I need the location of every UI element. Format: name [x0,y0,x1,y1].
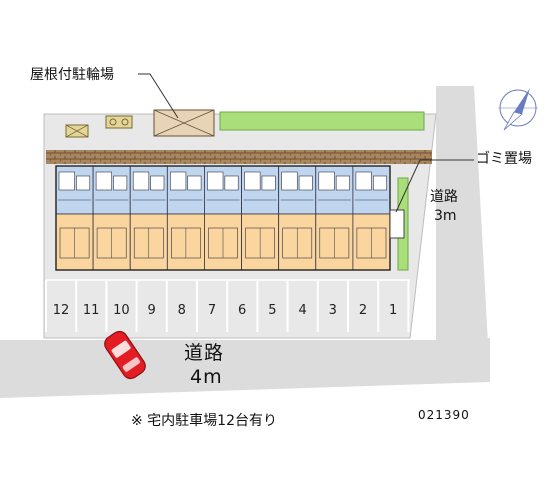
unit-kitchen [372,175,387,191]
parking-lines [45,279,410,332]
map-code: 021390 [418,408,470,422]
trash-area [389,209,405,239]
label-road-bottom-width: 4m [190,366,223,388]
parking-slot-number: 1 [389,303,398,318]
unit-kitchen [187,175,202,191]
parking-slot-number: 9 [147,303,156,318]
label-road-bottom-name: 道路 [184,342,225,364]
label-bicycle-parking: 屋根付駐輪場 [30,67,114,83]
car-icon [104,330,146,380]
unit-bath [355,171,372,191]
road-right [436,86,490,380]
unit-bath [281,171,298,191]
hedge-top [219,111,425,131]
unit-kitchen [298,175,313,191]
unit-kitchen [113,175,128,191]
unit-kitchen [335,175,350,191]
parking-slot-number: 11 [82,303,100,318]
unit-bath [207,171,224,191]
parking-slot-number: 7 [207,303,217,318]
parking-slot-number: 4 [298,303,307,318]
road-bottom [0,338,490,398]
parking-slot-number: 12 [52,303,70,318]
leader-trash [395,159,474,213]
parking-slot-number: 2 [358,303,368,318]
storage-boxes [65,115,133,138]
unit-bath [132,171,150,191]
parking-slot-number: 5 [268,303,277,318]
bicycle-shelter-icon [153,109,215,137]
unit-bath [95,171,112,191]
parking-slot-number: 6 [238,303,247,318]
unit-bath [170,171,187,191]
label-trash-area: ゴミ置場 [476,151,532,167]
unit-kitchen [150,175,165,191]
unit-kitchen [224,175,239,191]
apartment-building [55,165,391,271]
leader-bike [138,73,179,119]
parking-slot-number: 8 [177,303,186,318]
parking-note: ※ 宅内駐車場12台有り [131,413,277,429]
unit-kitchen [261,175,276,191]
parking-slot-number: 10 [113,303,130,318]
unit-bath [244,171,261,191]
label-road-right-width: 3m [434,208,457,224]
unit-bath [318,171,335,191]
unit-bath [58,171,75,191]
parking-slot-number: 3 [328,303,337,318]
unit-kitchen [76,175,91,191]
label-road-right-name: 道路 [430,189,458,205]
boundary-wall [46,150,432,164]
compass-icon [498,88,538,131]
